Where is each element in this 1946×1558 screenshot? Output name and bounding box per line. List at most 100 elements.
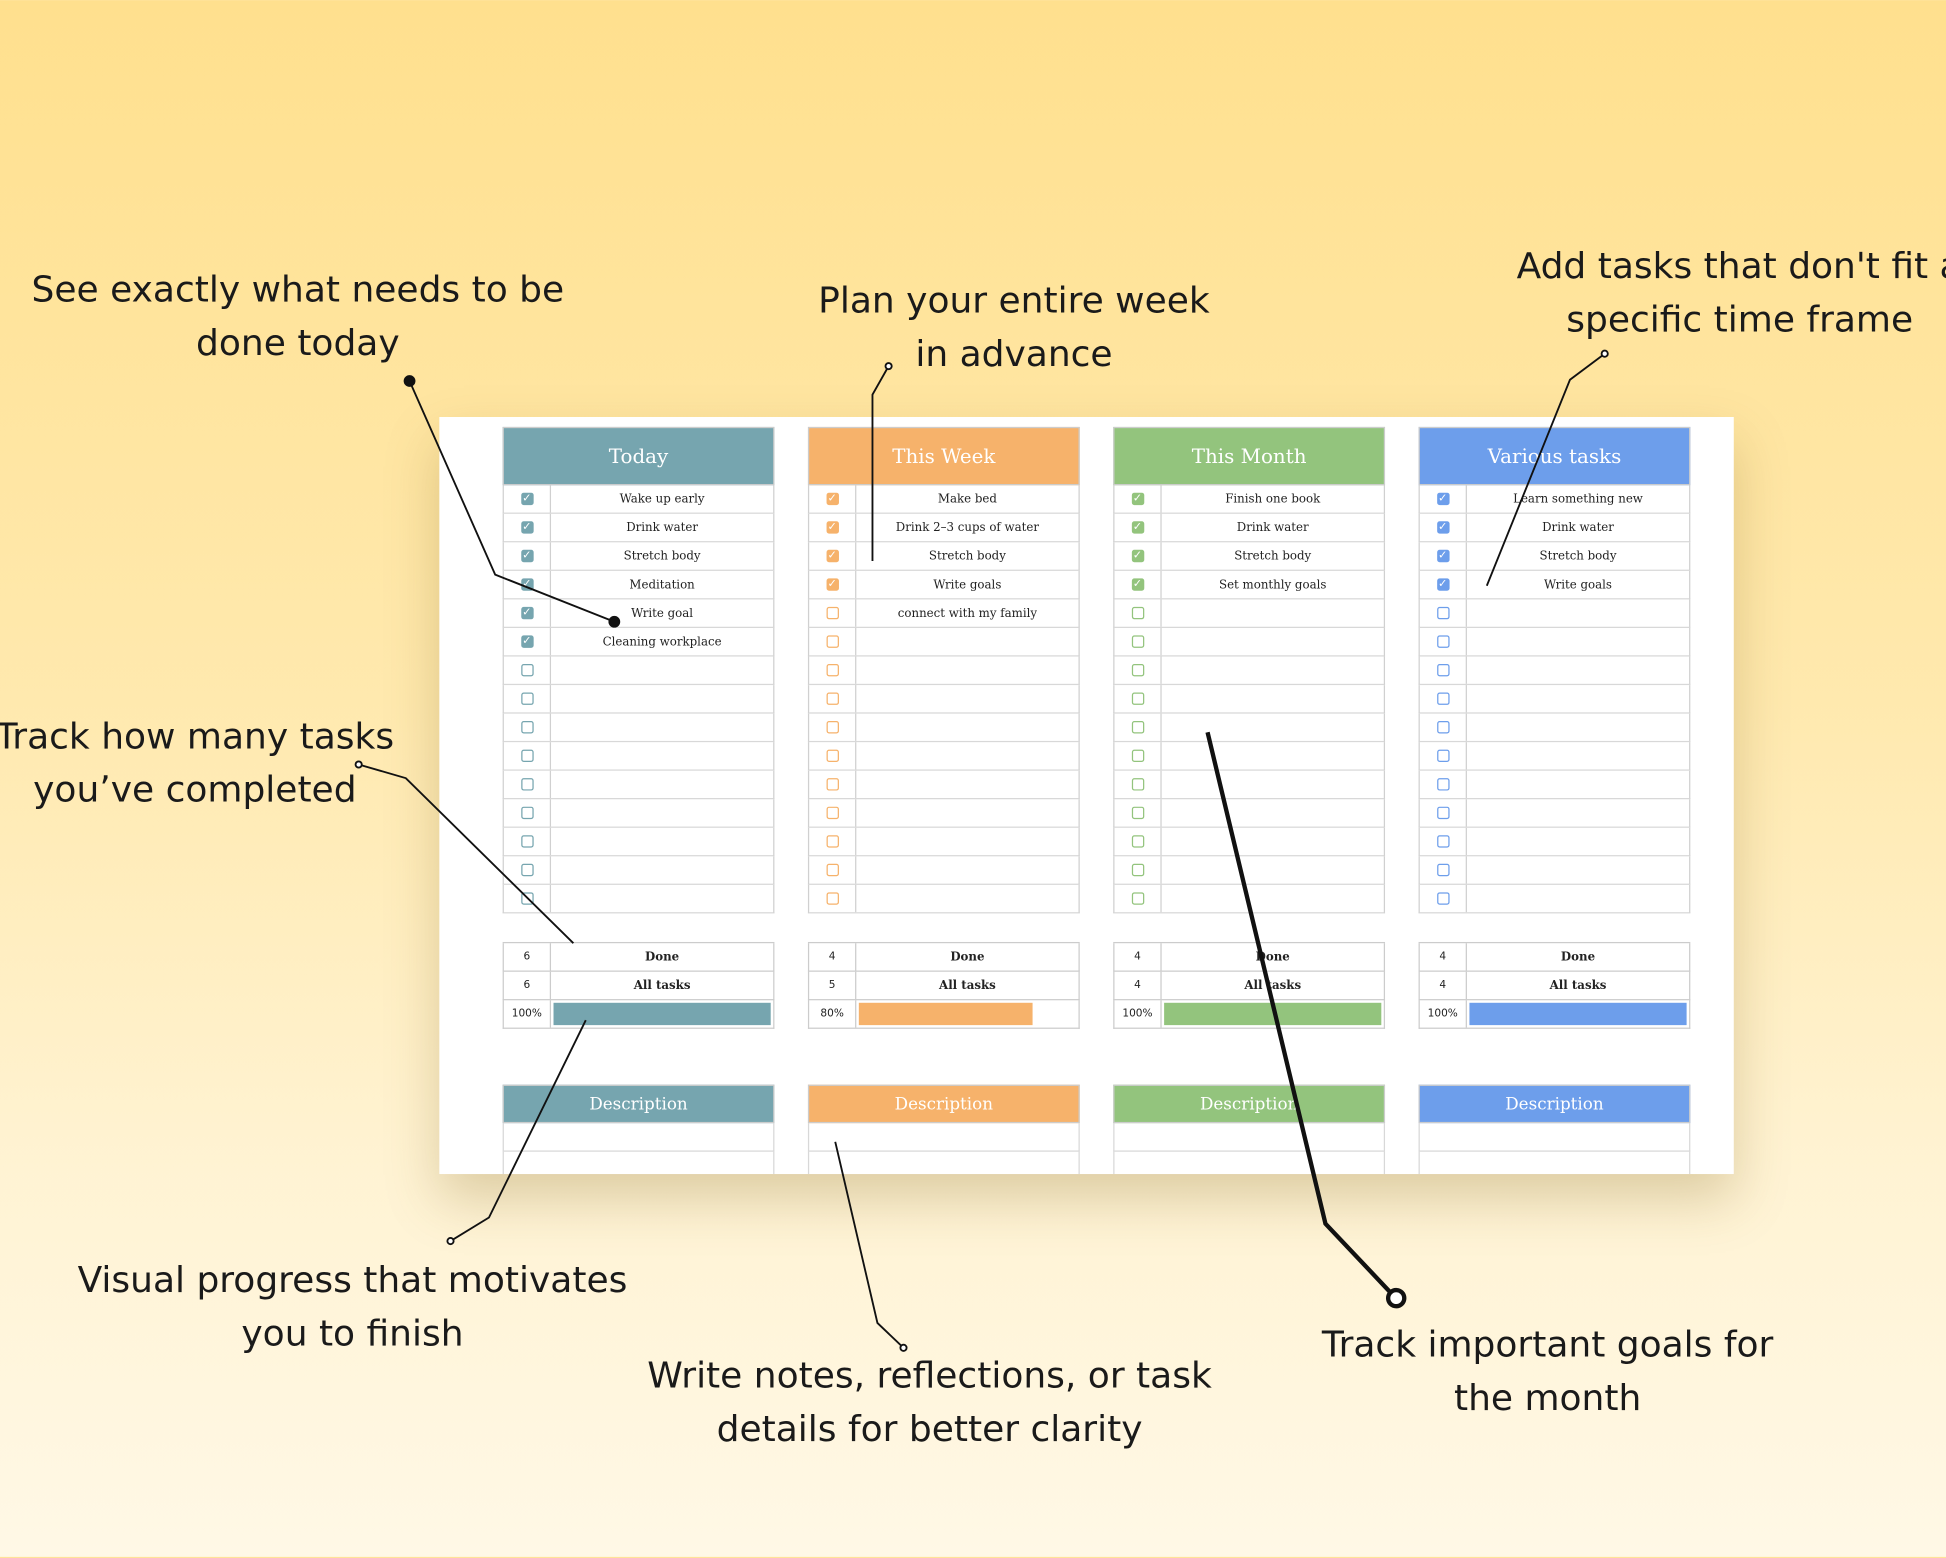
checkbox-cell — [1420, 770, 1467, 799]
checkbox-unchecked[interactable] — [1436, 721, 1449, 734]
checkbox-unchecked[interactable] — [1131, 863, 1144, 877]
task-text[interactable]: Make bed — [937, 492, 997, 506]
task-text[interactable]: Write goals — [933, 577, 1002, 592]
checkbox-unchecked[interactable] — [1131, 721, 1144, 734]
checkbox-unchecked[interactable] — [520, 778, 534, 791]
checkbox-unchecked[interactable] — [825, 806, 839, 820]
task-text[interactable]: Meditation — [629, 577, 695, 592]
checkbox-unchecked[interactable] — [1436, 835, 1449, 848]
checkbox-checked[interactable]: ✓ — [1436, 492, 1449, 506]
checkbox-unchecked[interactable] — [1131, 606, 1144, 620]
checkbox-unchecked[interactable] — [825, 835, 839, 848]
checkbox-unchecked[interactable] — [520, 663, 534, 677]
checkbox-unchecked[interactable] — [1436, 692, 1449, 705]
task-text[interactable]: Drink water — [1236, 520, 1309, 535]
task-text[interactable]: Stretch body — [623, 549, 701, 563]
checkbox-checked[interactable]: ✓ — [520, 606, 534, 620]
task-row: ✓ Wake up early — [502, 485, 775, 514]
description-row[interactable] — [1113, 1151, 1386, 1175]
checkbox-checked[interactable]: ✓ — [520, 492, 534, 506]
checkbox-checked[interactable]: ✓ — [1131, 492, 1144, 506]
checkbox-cell: ✓ — [504, 513, 552, 542]
checkbox-cell — [1420, 656, 1467, 684]
task-text[interactable]: Stretch body — [928, 549, 1006, 563]
checkbox-checked[interactable]: ✓ — [1131, 549, 1144, 563]
description-row[interactable] — [807, 1123, 1080, 1152]
task-text[interactable]: Learn something new — [1513, 492, 1643, 506]
checkbox-unchecked[interactable] — [1436, 806, 1449, 820]
checkbox-unchecked[interactable] — [1436, 749, 1449, 763]
checkbox-unchecked[interactable] — [825, 721, 839, 734]
description-row[interactable] — [1418, 1151, 1691, 1175]
checkbox-unchecked[interactable] — [520, 721, 534, 734]
checkbox-unchecked[interactable] — [1436, 606, 1449, 620]
task-text[interactable]: connect with my family — [897, 606, 1038, 620]
checkbox-unchecked[interactable] — [825, 635, 839, 648]
description-row[interactable] — [502, 1151, 775, 1175]
task-row: ✓ Stretch body — [1418, 542, 1691, 571]
checkbox-unchecked[interactable] — [1131, 778, 1144, 791]
checkbox-unchecked[interactable] — [825, 863, 839, 877]
checkbox-unchecked[interactable] — [825, 663, 839, 677]
checkbox-unchecked[interactable] — [1131, 835, 1144, 848]
annotation-line: Write notes, reflections, or task — [647, 1354, 1212, 1397]
checkbox-unchecked[interactable] — [1436, 778, 1449, 791]
checkbox-unchecked[interactable] — [1436, 663, 1449, 677]
checkbox-checked[interactable]: ✓ — [825, 521, 839, 534]
checkbox-unchecked[interactable] — [520, 892, 534, 905]
checkbox-checked[interactable]: ✓ — [1131, 578, 1144, 591]
description-row[interactable] — [502, 1123, 775, 1152]
checkbox-checked[interactable]: ✓ — [520, 521, 534, 534]
checkbox-unchecked[interactable] — [825, 692, 839, 705]
checkbox-unchecked[interactable] — [1436, 863, 1449, 877]
task-text[interactable]: Wake up early — [619, 492, 705, 506]
description-row[interactable] — [1418, 1123, 1691, 1152]
description-row[interactable] — [807, 1151, 1080, 1175]
checkbox-unchecked[interactable] — [1131, 635, 1144, 648]
checkbox-cell — [1114, 656, 1162, 684]
task-row — [1418, 799, 1691, 828]
task-text[interactable]: Set monthly goals — [1219, 577, 1327, 592]
checkbox-unchecked[interactable] — [1436, 635, 1449, 648]
checkbox-unchecked[interactable] — [520, 835, 534, 848]
task-text[interactable]: Write goals — [1544, 577, 1612, 592]
checkbox-unchecked[interactable] — [825, 892, 839, 905]
checkbox-checked[interactable]: ✓ — [1436, 549, 1449, 563]
checkbox-cell — [504, 884, 552, 913]
checkbox-cell — [1420, 856, 1467, 884]
checkbox-cell: ✓ — [504, 599, 552, 627]
checkbox-unchecked[interactable] — [1131, 892, 1144, 905]
checkbox-checked[interactable]: ✓ — [1436, 521, 1449, 534]
checkbox-unchecked[interactable] — [520, 749, 534, 763]
checkbox-unchecked[interactable] — [1131, 749, 1144, 763]
checkbox-unchecked[interactable] — [520, 692, 534, 705]
checkbox-unchecked[interactable] — [825, 749, 839, 763]
checkbox-checked[interactable]: ✓ — [825, 578, 839, 591]
checkbox-unchecked[interactable] — [825, 778, 839, 791]
task-text[interactable]: Drink 2–3 cups of water — [895, 520, 1040, 535]
task-text[interactable]: Drink water — [1542, 520, 1614, 535]
checkbox-unchecked[interactable] — [1131, 663, 1144, 677]
checkbox-cell — [1114, 599, 1162, 627]
description-row[interactable] — [1113, 1123, 1386, 1152]
checkbox-checked[interactable]: ✓ — [1436, 578, 1449, 591]
checkbox-unchecked[interactable] — [520, 863, 534, 877]
checkbox-unchecked[interactable] — [1131, 806, 1144, 820]
task-text[interactable]: Finish one book — [1225, 492, 1321, 506]
task-text[interactable]: Stretch body — [1539, 549, 1617, 563]
checkbox-checked[interactable]: ✓ — [825, 492, 839, 506]
checkbox-checked[interactable]: ✓ — [520, 635, 534, 648]
checkbox-checked[interactable]: ✓ — [1131, 521, 1144, 534]
task-text[interactable]: Write goal — [631, 606, 694, 620]
checkbox-unchecked[interactable] — [1436, 892, 1449, 905]
task-text[interactable]: Cleaning workplace — [602, 634, 722, 649]
checkbox-unchecked[interactable] — [825, 606, 839, 620]
checkbox-unchecked[interactable] — [1131, 692, 1144, 705]
task-text[interactable]: Stretch body — [1234, 549, 1312, 563]
task-text[interactable]: Drink water — [626, 520, 699, 535]
checkbox-checked[interactable]: ✓ — [520, 549, 534, 563]
checkbox-unchecked[interactable] — [520, 806, 534, 820]
task-row: ✓ Stretch body — [1113, 542, 1386, 571]
description-header: Description — [807, 1084, 1080, 1124]
checkbox-checked[interactable]: ✓ — [825, 549, 839, 563]
